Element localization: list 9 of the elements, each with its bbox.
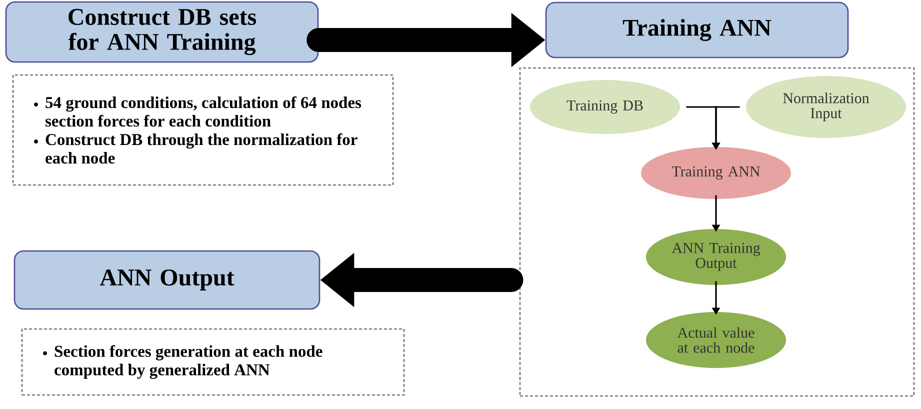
bullet-text: Section forces generation at each node computed by generalized ANN <box>43 345 322 379</box>
note-box <box>21 328 405 396</box>
heading-box: ANN Output <box>14 250 320 310</box>
bullet-text: Construct DB through the normalization for each node <box>34 133 358 164</box>
dashed-frame <box>519 67 915 397</box>
note-box <box>12 74 394 186</box>
heading-box: Construct DB sets for ANN Training <box>5 1 319 63</box>
bullet-text: 54 ground conditions, calculation of 64 nodes section forces for each condition <box>34 96 362 127</box>
heading-box: Training ANN <box>545 2 849 58</box>
